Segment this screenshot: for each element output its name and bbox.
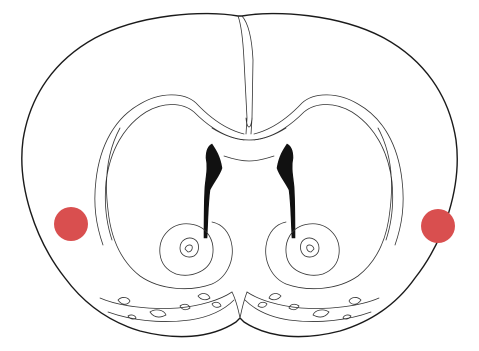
marker-dot-right bbox=[421, 209, 455, 243]
brain-outline bbox=[22, 14, 457, 337]
marker-dot-left bbox=[54, 207, 88, 241]
